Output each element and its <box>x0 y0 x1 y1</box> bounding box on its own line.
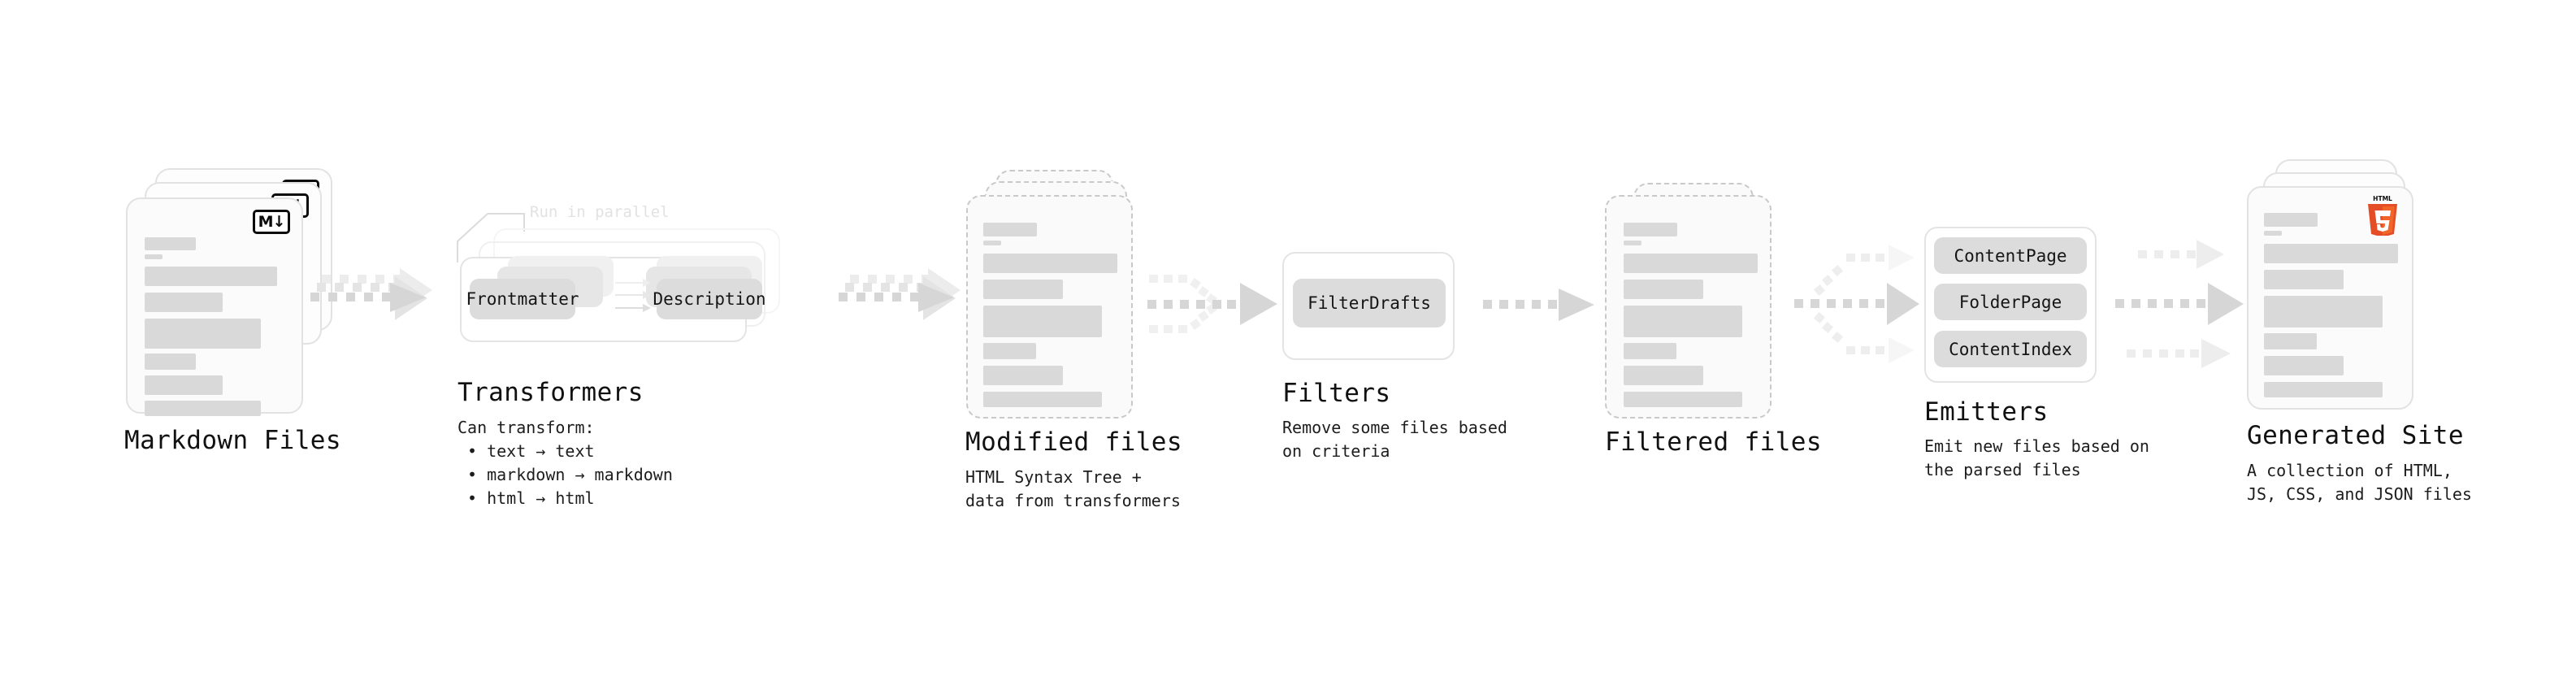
emitter-chip-contentindex[interactable]: ContentIndex <box>1934 331 2087 367</box>
placeholder-line <box>983 241 1001 245</box>
markdown-icon: M↓ <box>253 210 290 234</box>
placeholder-line <box>145 293 223 312</box>
placeholder-line <box>2264 333 2317 349</box>
placeholder-line <box>1624 343 1676 359</box>
html5-icon: HTML <box>2368 195 2397 236</box>
filtered-card-front <box>1605 195 1772 419</box>
placeholder-line <box>983 392 1102 407</box>
placeholder-line <box>145 319 261 349</box>
placeholder-line <box>983 343 1036 359</box>
arrow-markdown-to-transformers <box>310 268 432 320</box>
transformers-bullet-2: • html → html <box>467 488 595 508</box>
placeholder-line <box>1624 280 1703 299</box>
placeholder-line <box>145 237 196 250</box>
modified-files-subtitle: HTML Syntax Tree + data from transformer… <box>965 467 1181 510</box>
run-in-parallel-label: Run in parallel <box>530 203 670 221</box>
run-in-parallel-bracket <box>457 213 525 262</box>
filter-chip-filterdrafts[interactable]: FilterDrafts <box>1293 279 1446 327</box>
stage-title-filters: Filters <box>1282 379 1391 408</box>
stage-title-transformers: Transformers <box>458 378 644 407</box>
stage-title-filtered-files: Filtered files <box>1605 427 1822 457</box>
placeholder-line <box>1624 392 1742 407</box>
generated-site-subtitle: A collection of HTML, JS, CSS, and JSON … <box>2247 461 2472 504</box>
emitter-chip-folderpage[interactable]: FolderPage <box>1934 284 2087 320</box>
placeholder-line <box>2264 270 2344 289</box>
arrow-filters-to-filtered <box>1483 288 1594 321</box>
emitter-chip-contentpage[interactable]: ContentPage <box>1934 237 2087 274</box>
placeholder-line <box>1624 241 1641 245</box>
placeholder-line <box>145 375 223 395</box>
transformers-bullet-1: • markdown → markdown <box>467 465 673 484</box>
placeholder-line <box>145 354 196 370</box>
emitters-subtitle: Emit new files based on the parsed files <box>1924 436 2149 479</box>
placeholder-line <box>145 254 163 259</box>
transformers-subtitle: Can transform: <box>458 418 595 437</box>
arrow-transformers-to-modified <box>839 268 961 320</box>
placeholder-line <box>2264 296 2383 327</box>
placeholder-line <box>1624 366 1703 385</box>
placeholder-line <box>145 401 261 416</box>
site-card-front: HTML <box>2247 186 2413 410</box>
arrow-filtered-to-emitters <box>1794 245 1919 363</box>
placeholder-line <box>1624 223 1677 236</box>
placeholder-line <box>983 254 1117 273</box>
transformer-inner-arrows <box>615 279 651 312</box>
filters-subtitle: Remove some files based on criteria <box>1282 418 1507 461</box>
placeholder-line <box>1624 306 1742 337</box>
placeholder-line <box>145 267 277 286</box>
arrow-emitters-to-site <box>2115 240 2244 368</box>
arrow-modified-to-filters <box>1147 275 1277 333</box>
placeholder-line <box>983 366 1063 385</box>
placeholder-line <box>983 223 1037 236</box>
placeholder-line <box>2264 356 2344 375</box>
transformer-chip-description[interactable]: Description <box>653 279 766 319</box>
placeholder-line <box>983 306 1102 337</box>
stage-title-generated-site: Generated Site <box>2247 421 2464 450</box>
transformer-chip-frontmatter[interactable]: Frontmatter <box>466 279 579 319</box>
placeholder-line <box>1624 254 1758 273</box>
markdown-card-front: M↓ <box>126 197 303 416</box>
placeholder-line <box>2264 382 2383 397</box>
placeholder-line <box>2264 244 2398 263</box>
svg-text:HTML: HTML <box>2373 195 2392 202</box>
stage-title-emitters: Emitters <box>1924 397 2049 427</box>
placeholder-line <box>2264 231 2282 236</box>
stage-title-markdown-files: Markdown Files <box>124 426 341 455</box>
stage-title-modified-files: Modified files <box>965 427 1182 457</box>
transformers-bullet-0: • text → text <box>467 441 595 461</box>
placeholder-line <box>2264 213 2318 227</box>
placeholder-line <box>983 280 1063 299</box>
modified-card-front <box>966 195 1133 419</box>
